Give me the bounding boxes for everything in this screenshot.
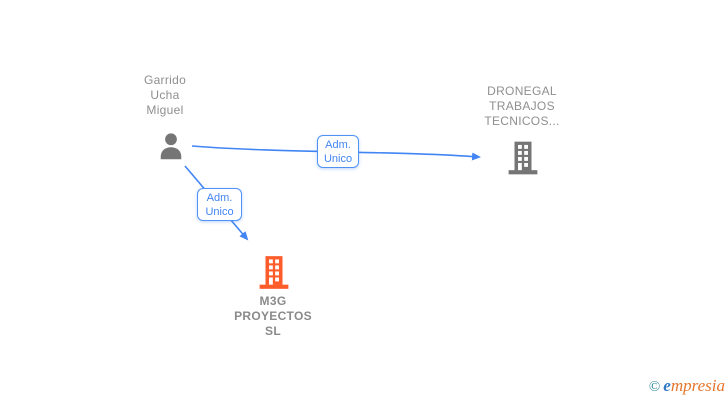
watermark-brand-initial: e xyxy=(663,376,671,395)
company-name-line: SL xyxy=(265,324,281,338)
company-name-line: M3G xyxy=(259,294,287,308)
empresia-watermark: ©empresia xyxy=(649,376,725,396)
company-name-line: TECNICOS... xyxy=(484,114,560,128)
edge-label-line: Adm. xyxy=(325,139,351,151)
person-icon[interactable] xyxy=(155,129,187,164)
watermark-brand-rest: mpresia xyxy=(670,376,725,395)
person-name-line: Miguel xyxy=(146,103,184,117)
person-name-line: Garrido xyxy=(143,73,187,87)
building-icon-m3g[interactable] xyxy=(257,254,291,291)
company-dronegal-label[interactable]: DRONEGAL TRABAJOS TECNICOS... xyxy=(452,84,592,129)
company-name-line: TRABAJOS xyxy=(489,99,555,113)
building-icon-dronegal[interactable] xyxy=(506,140,540,176)
company-name-line: PROYECTOS xyxy=(234,309,312,323)
copyright-icon: © xyxy=(648,379,661,395)
edge-label-adm-unico-dronegal[interactable]: Adm. Unico xyxy=(317,135,359,168)
person-name-label[interactable]: Garrido Ucha Miguel xyxy=(95,73,235,118)
edge-label-line: Unico xyxy=(323,153,353,165)
edge-label-line: Adm. xyxy=(206,192,233,204)
edge-label-line: Unico xyxy=(205,206,234,218)
company-name-line: DRONEGAL xyxy=(487,84,557,98)
person-name-line: Ucha xyxy=(150,88,180,102)
edge-label-adm-unico-m3g[interactable]: Adm. Unico xyxy=(197,188,242,221)
company-m3g-label[interactable]: M3G PROYECTOS SL xyxy=(203,294,343,339)
